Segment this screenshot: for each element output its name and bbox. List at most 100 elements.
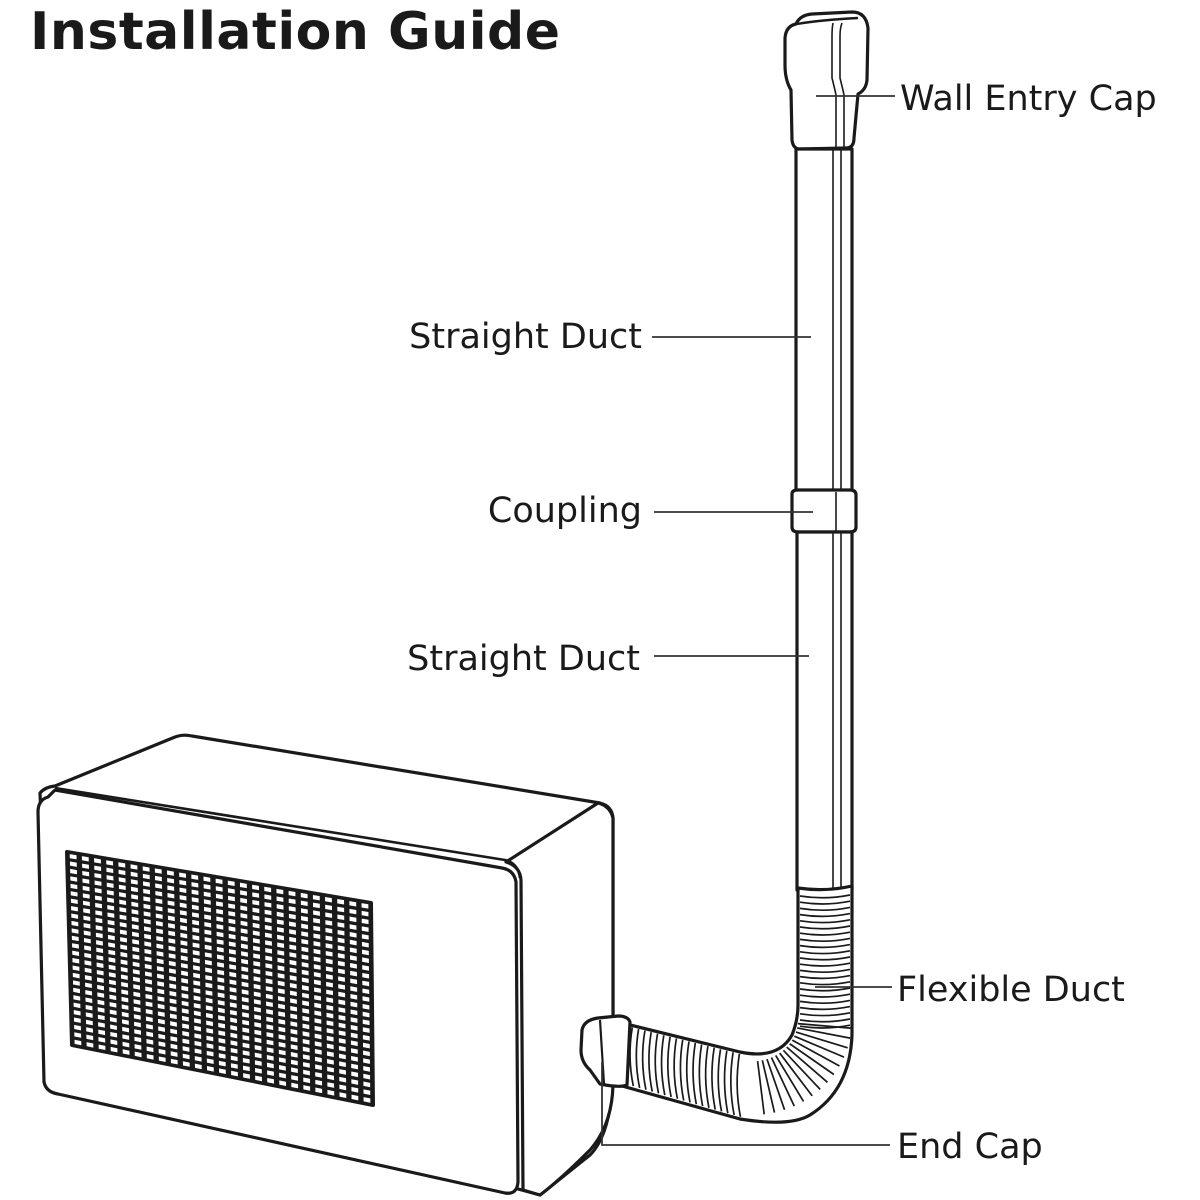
grille-cell — [217, 977, 225, 983]
grille-cell — [205, 982, 213, 989]
grille-cell — [266, 1001, 273, 1008]
grille-cell — [179, 880, 187, 886]
grille-cell — [206, 1020, 213, 1027]
grille-cell — [191, 904, 199, 911]
grille-cell — [193, 1003, 201, 1009]
label-wall-entry-cap: Wall Entry Cap — [900, 79, 1157, 119]
grille-cell — [278, 1057, 286, 1063]
grille-cell — [216, 939, 224, 945]
grille-cell — [71, 906, 78, 912]
straight-duct-upper[interactable] — [794, 147, 854, 493]
grille-cell — [169, 983, 177, 989]
grille-cell — [191, 889, 199, 896]
grille-cell — [326, 1020, 334, 1027]
grille-cell — [94, 858, 101, 864]
grille-cell — [84, 952, 92, 959]
grille-cell — [362, 957, 369, 963]
end-cap[interactable] — [579, 1014, 632, 1088]
duct-rib — [635, 1028, 641, 1089]
grille-cell — [118, 884, 126, 891]
grille-cell — [94, 880, 102, 886]
grille-cell — [350, 1017, 358, 1023]
grille-cell — [240, 920, 248, 927]
grille-cell — [82, 863, 89, 869]
grille-cell — [205, 997, 213, 1004]
grille-cell — [70, 891, 78, 897]
grille-cell — [97, 992, 105, 998]
duct-rib — [799, 1011, 851, 1017]
grille-cell — [276, 927, 284, 933]
grille-cell — [95, 925, 103, 931]
grille-cell — [194, 1048, 202, 1055]
grille-cell — [192, 919, 200, 926]
grille-cell — [325, 951, 333, 957]
grille-cell — [158, 1026, 166, 1032]
grille-cell — [302, 1008, 310, 1014]
grille-cell — [142, 866, 150, 872]
grille-cell — [85, 990, 93, 996]
duct-rib — [799, 931, 851, 936]
grille-cell — [276, 888, 284, 895]
grille-cell — [215, 893, 223, 900]
grille-cell — [289, 952, 297, 958]
grille-cell — [143, 896, 151, 902]
grille-cell — [253, 991, 261, 998]
grille-cell — [254, 1006, 261, 1013]
grille-cell — [240, 936, 248, 942]
grille-cell — [265, 978, 273, 985]
leader-end-cap — [601, 1062, 890, 1146]
grille-cell — [144, 971, 152, 977]
grille-cell — [83, 915, 91, 922]
grille-cell — [192, 942, 200, 949]
grille-cell — [349, 939, 357, 946]
coupling[interactable] — [790, 488, 858, 534]
flexible-duct[interactable] — [613, 884, 854, 1124]
grille-cell — [106, 890, 114, 896]
straight-duct-lower[interactable] — [795, 530, 854, 892]
grille-cell — [204, 914, 212, 920]
grille-cell — [94, 873, 102, 879]
grille-cell — [230, 1047, 238, 1054]
grille-cell — [240, 913, 248, 919]
grille-cell — [205, 967, 213, 973]
grille-cell — [265, 993, 273, 1000]
grille-cell — [96, 969, 104, 976]
grille-cell — [157, 1011, 165, 1017]
grille-cell — [240, 928, 248, 934]
grille-cell — [203, 899, 211, 905]
grille-cell — [108, 942, 116, 948]
grille-cell — [181, 985, 189, 992]
grille-cell — [350, 1040, 358, 1047]
grille-cell — [242, 1050, 250, 1056]
grille-cell — [84, 967, 92, 974]
grille-cell — [96, 977, 104, 983]
grille-cell — [228, 941, 236, 947]
grille-cell — [154, 868, 162, 874]
grille-cell — [362, 1042, 370, 1049]
grille-cell — [157, 973, 164, 980]
grille-cell — [326, 1035, 334, 1042]
grille-cell — [84, 945, 91, 951]
grille-cell — [254, 1022, 262, 1028]
grille-cell — [131, 894, 139, 900]
grille-cell — [362, 996, 370, 1002]
grille-cell — [252, 892, 260, 898]
grille-cell — [181, 1000, 189, 1007]
grille-cell — [290, 1021, 298, 1027]
grille-cell — [134, 1051, 142, 1058]
grille-cell — [301, 969, 309, 976]
grille-cell — [94, 895, 102, 901]
grille-cell — [266, 1055, 274, 1061]
grille-cell — [303, 1069, 310, 1076]
duct-rib — [791, 1039, 840, 1067]
grille-cell — [71, 920, 79, 927]
wall-entry-cap[interactable] — [783, 10, 870, 151]
label-coupling: Coupling — [488, 491, 642, 531]
grille-cell — [325, 904, 333, 911]
grille-cell — [167, 885, 175, 891]
grille-cell — [291, 1067, 298, 1074]
grille-cell — [106, 860, 114, 866]
grille-cell — [362, 949, 369, 956]
grille-cell — [229, 1002, 237, 1008]
grille-cell — [337, 914, 345, 920]
